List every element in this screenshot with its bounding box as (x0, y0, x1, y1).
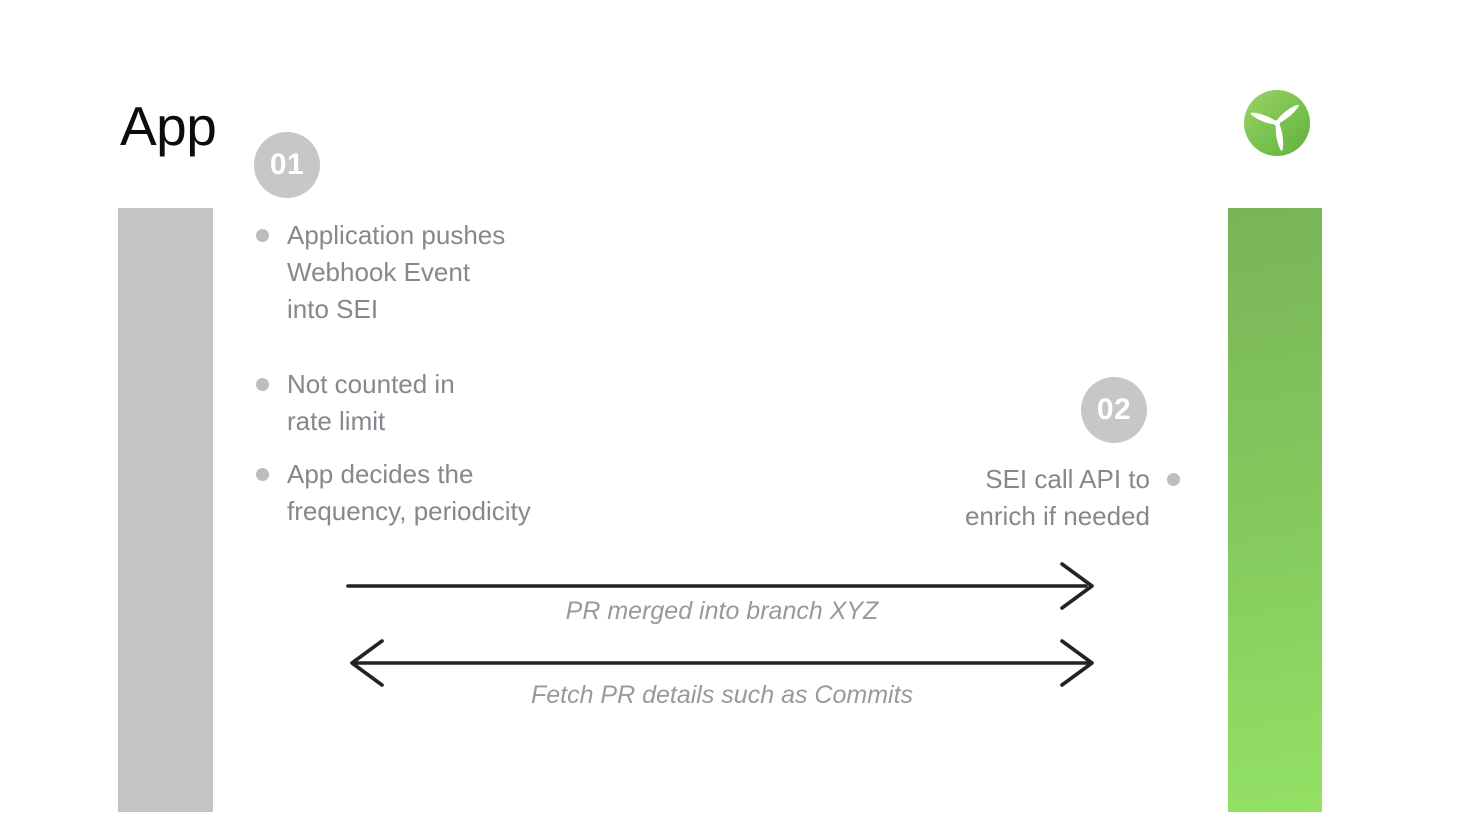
bullet-icon (256, 229, 269, 242)
bullet-text: Application pushes Webhook Event into SE… (287, 220, 506, 324)
step-badge-01: 01 (254, 132, 320, 198)
list-item: Not counted in rate limit (256, 366, 531, 440)
bullet-icon (1167, 473, 1180, 486)
arrow-right-pr-merged (346, 562, 1094, 610)
step-number: 01 (269, 148, 305, 181)
step-badge-02: 02 (1081, 377, 1147, 443)
propeller-turbine-icon (1244, 90, 1310, 156)
arrow-label: PR merged into branch XYZ (565, 597, 879, 625)
list-item: Application pushes Webhook Event into SE… (256, 217, 531, 328)
sei-note-text: SEI call API to enrich if needed (964, 464, 1150, 531)
bullet-icon (256, 468, 269, 481)
bullet-text: App decides the frequency, periodicity (287, 459, 531, 526)
arrow-label: Fetch PR details such as Commits (530, 681, 914, 709)
page-title: App (120, 95, 217, 157)
app-notes-list: Application pushes Webhook Event into SE… (256, 217, 531, 530)
bullet-icon (256, 378, 269, 391)
sei-lane-bar (1228, 208, 1322, 812)
list-item: App decides the frequency, periodicity (256, 456, 531, 530)
app-lane-bar (118, 208, 213, 812)
step-number: 02 (1096, 393, 1132, 426)
arrow-both-fetch-pr-details (350, 639, 1094, 687)
bullet-text: Not counted in rate limit (287, 369, 455, 436)
